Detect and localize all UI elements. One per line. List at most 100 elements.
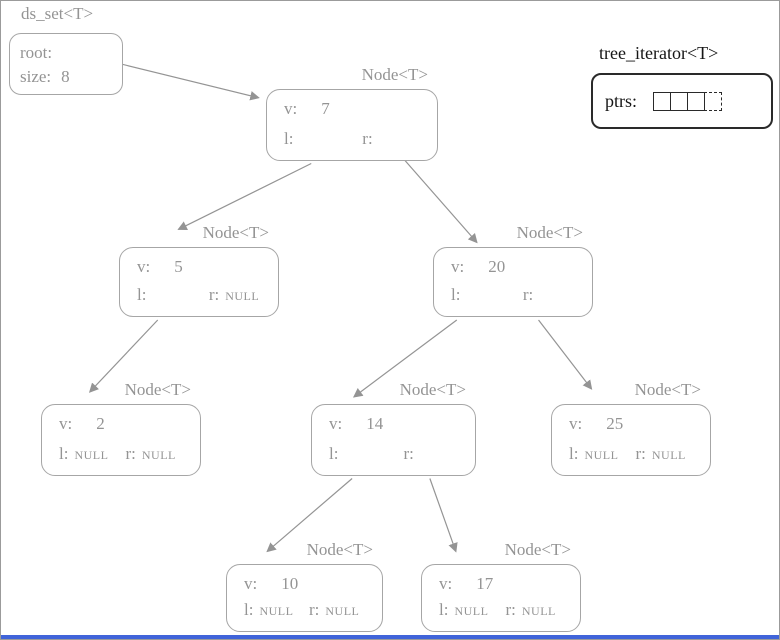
- children-row: l: r:: [329, 444, 467, 466]
- ptr-cell: [687, 91, 706, 111]
- v-label: v:: [59, 414, 73, 433]
- r-value: NULL: [141, 448, 176, 462]
- left-pointer: l:: [137, 285, 152, 305]
- node-box: v:25 l: NULL r: NULL: [551, 404, 711, 476]
- node-box: v: 20 l: r:: [433, 247, 593, 317]
- left-pointer: l:: [329, 444, 344, 464]
- value-row: v: 14: [329, 414, 383, 434]
- l-value: NULL: [584, 448, 619, 462]
- children-row: l: NULL r: NULL: [59, 444, 192, 466]
- l-value: NULL: [454, 604, 489, 618]
- l-label: l:: [569, 444, 579, 463]
- r-label: r:: [362, 129, 373, 148]
- size-label: size:: [20, 67, 52, 86]
- r-value: NULL: [325, 604, 360, 618]
- r-label: r:: [635, 444, 646, 463]
- l-value: NULL: [259, 604, 294, 618]
- node-value: 17: [476, 574, 494, 593]
- node-type-label: Node<T>: [504, 540, 571, 559]
- children-row: l: NULL r: NULL: [569, 444, 702, 466]
- node-box: v:5 l: r:NULL: [119, 247, 279, 317]
- r-value: NULL: [651, 448, 686, 462]
- tree-node-25: Node<T> v:25 l:NULL r:NULL: [551, 378, 711, 476]
- r-label: r:: [505, 600, 516, 619]
- node-box: v: 7 l: r:: [266, 89, 438, 161]
- l-label: l:: [439, 600, 449, 619]
- ptr-cell-dashed: [704, 91, 723, 111]
- left-pointer: l:: [451, 285, 466, 305]
- right-pointer: r: NULL: [126, 444, 176, 464]
- node-type-label: Node<T>: [124, 380, 191, 399]
- right-pointer: r: NULL: [506, 600, 556, 620]
- tree-node-17: Node<T> v: 17 l: NULL r: NULL: [421, 538, 581, 632]
- node-value: 7: [321, 99, 330, 118]
- node-type-label: Node<T>: [361, 65, 428, 84]
- l-label: l:: [451, 285, 461, 304]
- r-label: r:: [125, 444, 136, 463]
- node-value: 14: [366, 414, 384, 433]
- ds-set-root-row: root:: [20, 41, 122, 65]
- left-pointer: l:: [284, 129, 299, 149]
- v-label: v:: [451, 257, 465, 276]
- node-type-label: Node<T>: [202, 223, 269, 242]
- node-type-label: Node<T>: [306, 540, 373, 559]
- tree-node-14: Node<T> v: 14 l: r:: [311, 378, 476, 476]
- ptrs-cells: [653, 91, 723, 111]
- tree-node-5: Node<T> v:5 l: r:NULL: [119, 221, 279, 317]
- node-value: 2: [96, 414, 105, 433]
- tree-node-2: Node<T> v: 2 l: NULL r: NULL: [41, 378, 201, 476]
- left-pointer: l:NULL: [244, 600, 293, 620]
- tree-iterator-box: ptrs:: [591, 73, 773, 129]
- v-label: v:: [329, 414, 343, 433]
- tree-iterator-title: tree_iterator<T>: [599, 43, 719, 63]
- children-row: l: NULL r: NULL: [439, 600, 572, 622]
- l-label: l:: [329, 444, 339, 463]
- r-value: NULL: [521, 604, 556, 618]
- value-row: v: 20: [451, 257, 505, 277]
- ds-set-size-row: size: 8: [20, 65, 122, 89]
- v-label: v:: [137, 257, 151, 276]
- children-row: l: r:: [451, 285, 584, 307]
- node-value: 20: [488, 257, 506, 276]
- l-label: l:: [284, 129, 294, 148]
- l-label: l:: [137, 285, 147, 304]
- node-type-label: Node<T>: [516, 223, 583, 242]
- v-label: v:: [569, 414, 583, 433]
- r-label: r:: [403, 444, 414, 463]
- children-row: l: r:NULL: [137, 285, 270, 307]
- root-label: root:: [20, 43, 53, 62]
- right-pointer: r: NULL: [636, 444, 686, 464]
- ptr-cell: [670, 91, 689, 111]
- node-box: v: 17 l: NULL r: NULL: [421, 564, 581, 632]
- v-label: v:: [244, 574, 258, 593]
- node-box: v: 14 l: r:: [311, 404, 476, 476]
- l-label: l:: [59, 444, 69, 463]
- r-value: NULL: [225, 289, 260, 303]
- bottom-blue-bar: [1, 635, 779, 639]
- right-pointer: r:NULL: [209, 285, 259, 305]
- ds-set-title: ds_set<T>: [21, 4, 94, 23]
- value-row: v:25: [569, 414, 623, 434]
- node-value: 10: [281, 574, 299, 593]
- node-type-label: Node<T>: [399, 380, 466, 399]
- ptr-cell: [653, 91, 672, 111]
- ptrs-label: ptrs:: [605, 90, 638, 111]
- tree-node-10: Node<T> v: 10 l:NULL r: NULL: [226, 538, 383, 632]
- right-pointer: r:: [404, 444, 420, 464]
- l-value: NULL: [74, 448, 109, 462]
- value-row: v:5: [137, 257, 183, 277]
- node-box: v: 2 l: NULL r: NULL: [41, 404, 201, 476]
- right-pointer: r:: [362, 129, 378, 149]
- r-label: r:: [309, 600, 320, 619]
- right-pointer: r:: [523, 285, 539, 305]
- value-row: v: 17: [439, 574, 493, 594]
- size-value: 8: [61, 67, 70, 86]
- v-label: v:: [439, 574, 453, 593]
- children-row: l: r:: [284, 129, 429, 151]
- v-label: v:: [284, 99, 298, 118]
- right-pointer: r: NULL: [309, 600, 359, 620]
- value-row: v: 2: [59, 414, 105, 434]
- node-box: v: 10 l:NULL r: NULL: [226, 564, 383, 632]
- children-row: l:NULL r: NULL: [244, 600, 374, 622]
